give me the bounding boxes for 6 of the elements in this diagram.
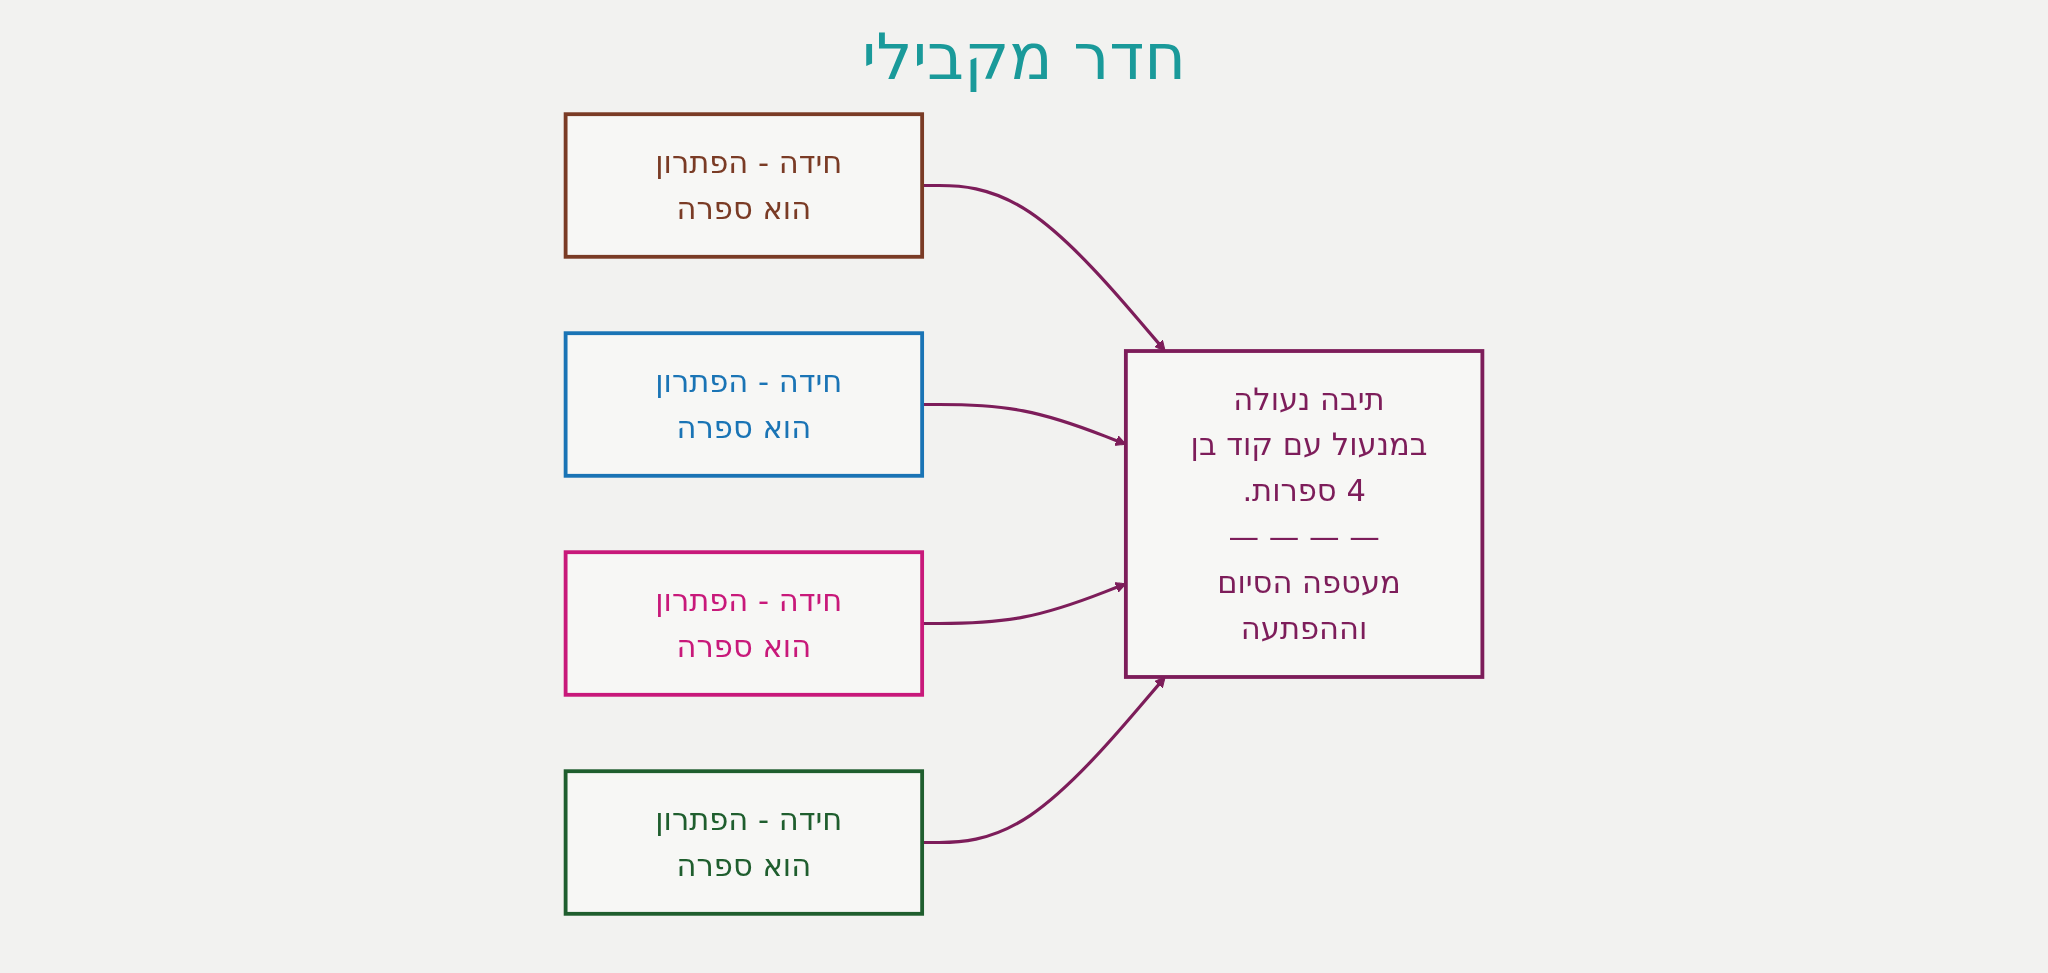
node-box: חידה - הפתרון הוא ספרה xyxy=(563,769,925,916)
node-box: חידה - הפתרון הוא ספרה xyxy=(563,550,925,697)
node-box: תיבה נעולה במנעול עם קוד בן 4 ספרות. — — — — מעטפה הסיום וההפתעה xyxy=(1123,349,1485,679)
title: חדר מקבילי xyxy=(860,20,1188,94)
node-box: חידה - הפתרון הוא ספרה xyxy=(563,331,925,478)
node-box: חידה - הפתרון הוא ספרה xyxy=(563,112,925,259)
